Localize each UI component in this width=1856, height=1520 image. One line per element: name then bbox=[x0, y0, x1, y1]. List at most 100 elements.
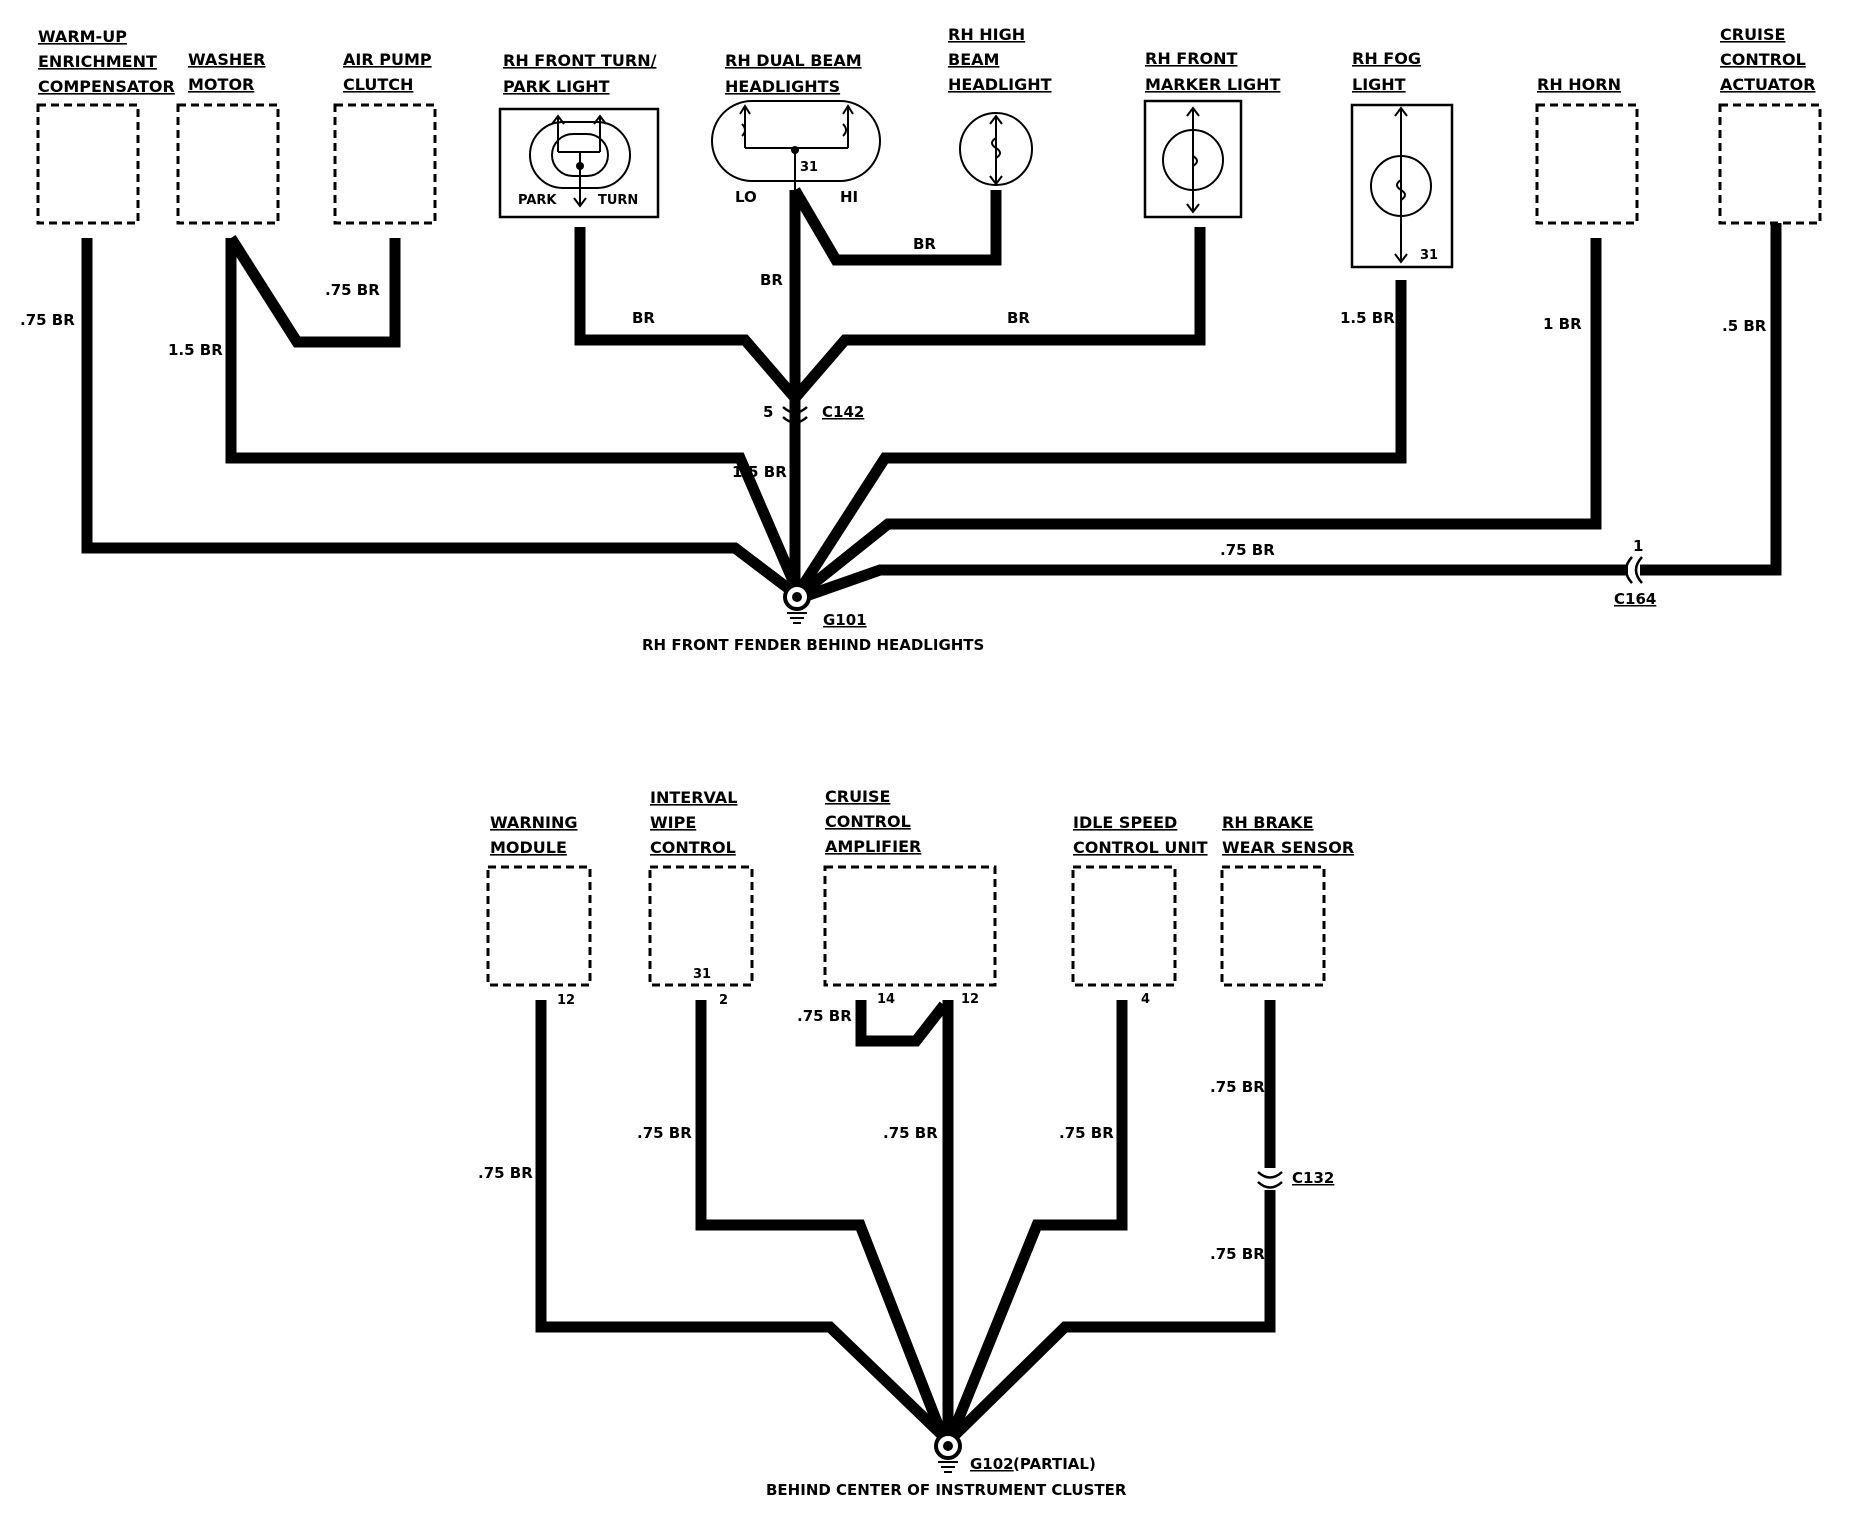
fog-light-box bbox=[1350, 103, 1454, 269]
c142-pin-label: 5 bbox=[763, 403, 773, 421]
wire-brake-upper-label: .75 BR bbox=[1210, 1078, 1265, 1096]
wire-marker-label: BR bbox=[1007, 309, 1030, 327]
amp-pin-14-label: 14 bbox=[877, 992, 895, 1007]
dual-beam-bulb-icon bbox=[711, 100, 881, 190]
brake-wear-box bbox=[1220, 865, 1326, 987]
c132-label: C132 bbox=[1292, 1169, 1334, 1187]
wire-wipe-label: .75 BR bbox=[637, 1124, 692, 1142]
brake-label-1: RH BRAKE bbox=[1222, 813, 1314, 832]
warning-label-1: WARNING bbox=[490, 813, 578, 832]
washer-label-1: WASHER bbox=[188, 50, 265, 69]
turn-park-bulb-icon bbox=[529, 114, 631, 208]
g102-suffix-label: (PARTIAL) bbox=[1013, 1455, 1096, 1473]
g102-location-label: BEHIND CENTER OF INSTRUMENT CLUSTER bbox=[766, 1481, 1127, 1499]
amp-pin-12-label: 12 bbox=[961, 992, 979, 1007]
idle-pin-label: 4 bbox=[1141, 992, 1150, 1007]
cruise-amp-label-3: AMPLIFIER bbox=[825, 837, 921, 856]
warmup-label-3: COMPENSATOR bbox=[38, 77, 175, 96]
warning-pin-label: 12 bbox=[557, 993, 575, 1008]
highbeam-label-1: RH HIGH bbox=[948, 25, 1025, 44]
idle-label-2: CONTROL UNIT bbox=[1073, 838, 1208, 857]
wire-turn-label: BR bbox=[632, 309, 655, 327]
wire-brake-lower-label: .75 BR bbox=[1210, 1245, 1265, 1263]
park-label: PARK bbox=[518, 193, 557, 208]
wipe-pin-label: 2 bbox=[719, 993, 728, 1008]
cruise-amp-label-2: CONTROL bbox=[825, 812, 911, 831]
airpump-label-2: CLUTCH bbox=[343, 75, 413, 94]
top-wires bbox=[81, 187, 1782, 602]
brake-label-2: WEAR SENSOR bbox=[1222, 838, 1354, 857]
warning-module-box bbox=[486, 865, 592, 987]
highbeam-label-2: BEAM bbox=[948, 50, 999, 69]
wire-airpump-label: .75 BR bbox=[325, 281, 380, 299]
c142-label: C142 bbox=[822, 403, 864, 421]
bottom-wires bbox=[535, 1000, 1276, 1439]
c164-label: C164 bbox=[1614, 590, 1656, 608]
idle-speed-box bbox=[1071, 865, 1177, 987]
fog-label-2: LIGHT bbox=[1352, 75, 1406, 94]
fog-pin-label: 31 bbox=[1420, 248, 1438, 263]
c164-connector-icon bbox=[1624, 556, 1643, 584]
washer-label-2: MOTOR bbox=[188, 75, 254, 94]
c164-pin-label: 1 bbox=[1633, 537, 1643, 555]
cruise-actuator-box bbox=[1718, 103, 1822, 225]
warmup-label-1: WARM-UP bbox=[38, 27, 127, 46]
wire-dual-label: BR bbox=[760, 271, 783, 289]
wire-warning-label: .75 BR bbox=[478, 1164, 533, 1182]
marker-light-box bbox=[1143, 99, 1243, 219]
cruise-act-label-1: CRUISE bbox=[1720, 25, 1785, 44]
g101-location-label: RH FRONT FENDER BEHIND HEADLIGHTS bbox=[642, 636, 984, 654]
cruise-amp-label-1: CRUISE bbox=[825, 787, 890, 806]
wire-warmup-label: .75 BR bbox=[20, 311, 75, 329]
lo-label: LO bbox=[735, 188, 757, 206]
dualbeam-label-1: RH DUAL BEAM bbox=[725, 51, 862, 70]
wipe-label-1: INTERVAL bbox=[650, 788, 737, 807]
washer-motor-box bbox=[176, 103, 280, 225]
wire-cruise-label: .5 BR bbox=[1722, 317, 1767, 335]
horn-label-1: RH HORN bbox=[1537, 75, 1621, 94]
turnpark-label-2: PARK LIGHT bbox=[503, 77, 610, 96]
rh-horn-box bbox=[1535, 103, 1639, 225]
cruise-act-label-2: CONTROL bbox=[1720, 50, 1806, 69]
fog-label-1: RH FOG bbox=[1352, 49, 1421, 68]
c132-connector-icon bbox=[1257, 1171, 1283, 1189]
cruise-amplifier-box bbox=[823, 865, 997, 987]
wipe-label-3: CONTROL bbox=[650, 838, 736, 857]
g101-label: G101 bbox=[823, 611, 867, 629]
wire-horn-label: 1 BR bbox=[1543, 315, 1582, 333]
marker-label-1: RH FRONT bbox=[1145, 49, 1238, 68]
g101-ground-icon bbox=[783, 583, 811, 624]
warmup-compensator-box bbox=[36, 103, 140, 225]
air-pump-clutch-box bbox=[333, 103, 437, 225]
c142-connector-icon bbox=[782, 406, 808, 424]
fog-bulb-icon bbox=[1370, 106, 1432, 264]
warning-label-2: MODULE bbox=[490, 838, 567, 857]
marker-bulb-icon bbox=[1162, 106, 1224, 214]
airpump-label-1: AIR PUMP bbox=[343, 50, 432, 69]
turnpark-label-1: RH FRONT TURN/ bbox=[503, 51, 657, 70]
cruise-act-label-3: ACTUATOR bbox=[1720, 75, 1816, 94]
high-beam-bulb-icon bbox=[959, 112, 1033, 186]
highbeam-label-3: HEADLIGHT bbox=[948, 75, 1052, 94]
marker-label-2: MARKER LIGHT bbox=[1145, 75, 1281, 94]
turn-park-light-box bbox=[498, 107, 660, 219]
dualbeam-label-2: HEADLIGHTS bbox=[725, 77, 840, 96]
wire-idle-label: .75 BR bbox=[1059, 1124, 1114, 1142]
wipe-inner-pin-label: 31 bbox=[693, 967, 711, 982]
warmup-label-2: ENRICHMENT bbox=[38, 52, 157, 71]
wipe-label-2: WIPE bbox=[650, 813, 696, 832]
wire-amp-jumper-label: .75 BR bbox=[797, 1007, 852, 1025]
dual-pin-label: 31 bbox=[800, 160, 818, 175]
wire-amp-label: .75 BR bbox=[883, 1124, 938, 1142]
wire-washer-label: 1.5 BR bbox=[168, 341, 223, 359]
wire-high-label: BR bbox=[913, 235, 936, 253]
wire-c164-label: .75 BR bbox=[1220, 541, 1275, 559]
hi-label: HI bbox=[840, 188, 858, 206]
g102-label: G102 bbox=[970, 1455, 1014, 1473]
interval-wipe-box bbox=[648, 865, 754, 987]
wire-main-label: 1.5 BR bbox=[732, 463, 787, 481]
turn-label: TURN bbox=[598, 193, 638, 208]
idle-label-1: IDLE SPEED bbox=[1073, 813, 1177, 832]
